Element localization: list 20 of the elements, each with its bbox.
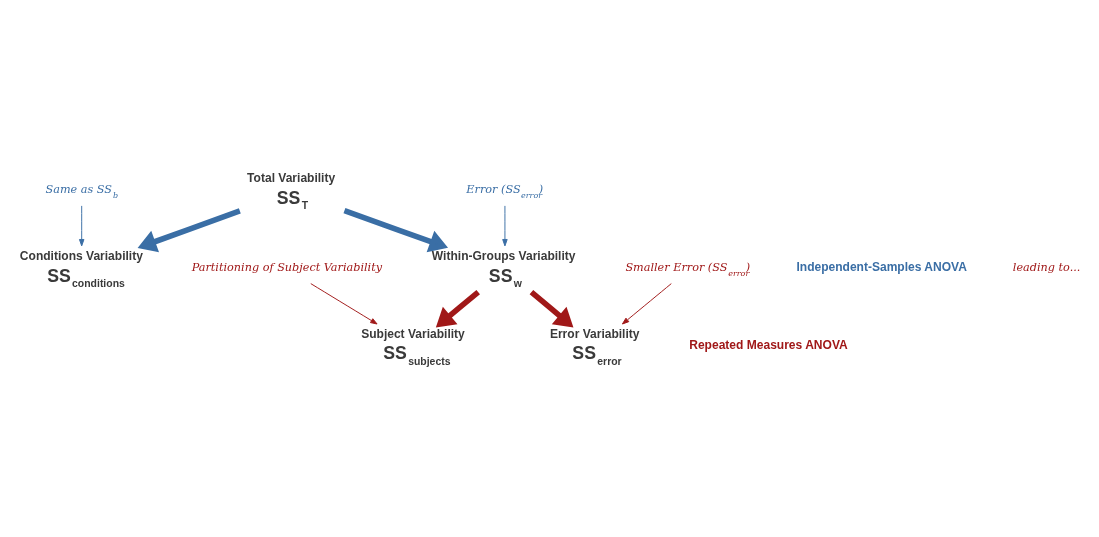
arrow [435,289,480,327]
node-text: Error Variability SS$_{error}$ [549,326,640,367]
arrow [310,282,378,324]
node-text: Total Variability SS$_{T}$ [247,170,336,211]
node-text: Partitioning of Subject Variability [191,260,383,274]
node-text: Error (SS$_{error}$) [466,182,544,200]
label: Independent-Samples ANOVA [796,259,967,274]
node-text: Subject Variability SS$_{subjects}$ [361,326,465,367]
node-text: Within-Groups Variability SS$_{w}$ [431,248,576,289]
arrow [502,204,508,246]
arrow [529,289,574,327]
arrow [78,204,85,246]
arrow [343,207,449,252]
node-text: Conditions Variability SS$_{conditions}$ [19,248,143,289]
arrow [137,207,241,252]
node-text: Same as SS$_{b}$ [45,182,119,200]
arrow [621,282,672,324]
node-text: Smaller Error (SS$_{error}$) [625,260,751,278]
label: Repeated Measures ANOVA [689,337,848,352]
label: leading to... [1012,260,1081,274]
